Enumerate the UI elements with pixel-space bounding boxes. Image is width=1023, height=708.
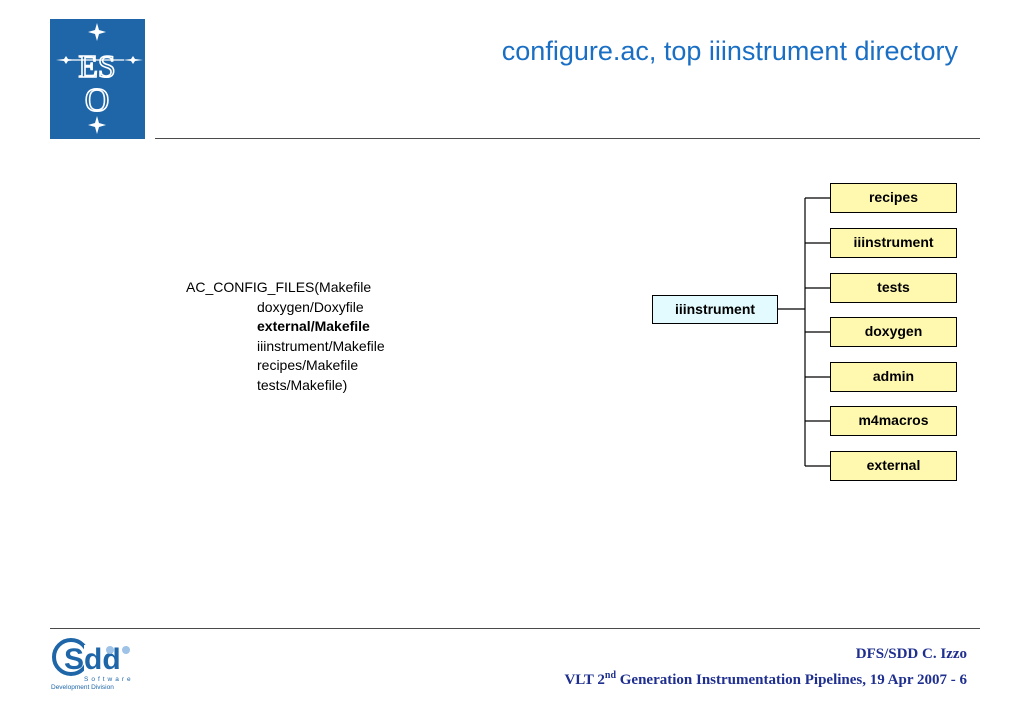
config-prefix: AC_CONFIG_FILES( <box>186 279 320 295</box>
sdd-logo-software: Software <box>84 676 134 683</box>
title-divider <box>155 138 980 139</box>
tree-node-recipes: recipes <box>830 183 957 213</box>
footer-divider <box>50 628 980 629</box>
config-snippet: AC_CONFIG_FILES(Makefile doxygen/Doxyfil… <box>186 278 385 395</box>
tree-node-m4macros: m4macros <box>830 406 957 436</box>
config-line-1: AC_CONFIG_FILES(Makefile <box>186 278 385 298</box>
eso-logo-graphic: ES O <box>56 23 143 134</box>
eso-logo: ES O <box>50 19 145 139</box>
tree-node-external: external <box>830 451 957 481</box>
slide-title: configure.ac, top iiinstrument directory <box>501 36 958 66</box>
footer-author: DFS/SDD C. Izzo <box>855 646 967 662</box>
tree-node-tests: tests <box>830 273 957 303</box>
config-line3-bold-a: external <box>257 318 311 334</box>
config-line-3: external/Makefile <box>186 317 385 337</box>
tree-node-admin: admin <box>830 362 957 392</box>
footer-event-sup: nd <box>604 670 617 681</box>
footer-text: DFS/SDD C. Izzo VLT 2nd Generation Instr… <box>564 643 967 691</box>
config-line-6: tests/Makefile) <box>257 376 348 393</box>
config-line3-bold-b: /Makefile <box>310 318 370 334</box>
tree-root-node: iiinstrument <box>652 295 778 324</box>
footer-event-post: Generation Instrumentation Pipelines, 19… <box>616 672 967 688</box>
config-line-4: iiinstrument/Makefile <box>257 337 385 354</box>
config-line1-text: Makefile <box>319 279 372 295</box>
tree-node-doxygen: doxygen <box>830 317 957 347</box>
config-line-2: doxygen/Doxyfile <box>257 298 364 315</box>
sdd-logo-division: Development Division <box>51 684 114 691</box>
sdd-logo: Sdd Software Development Division <box>51 638 140 691</box>
eso-letters-top: ES <box>78 48 115 84</box>
tree-node-iiinstrument: iiinstrument <box>830 228 957 258</box>
footer-event: VLT 2nd Generation Instrumentation Pipel… <box>564 665 967 691</box>
footer-event-pre: VLT 2 <box>564 672 605 688</box>
config-line-5: recipes/Makefile <box>257 357 359 373</box>
eso-letter-bottom: O <box>85 82 110 119</box>
